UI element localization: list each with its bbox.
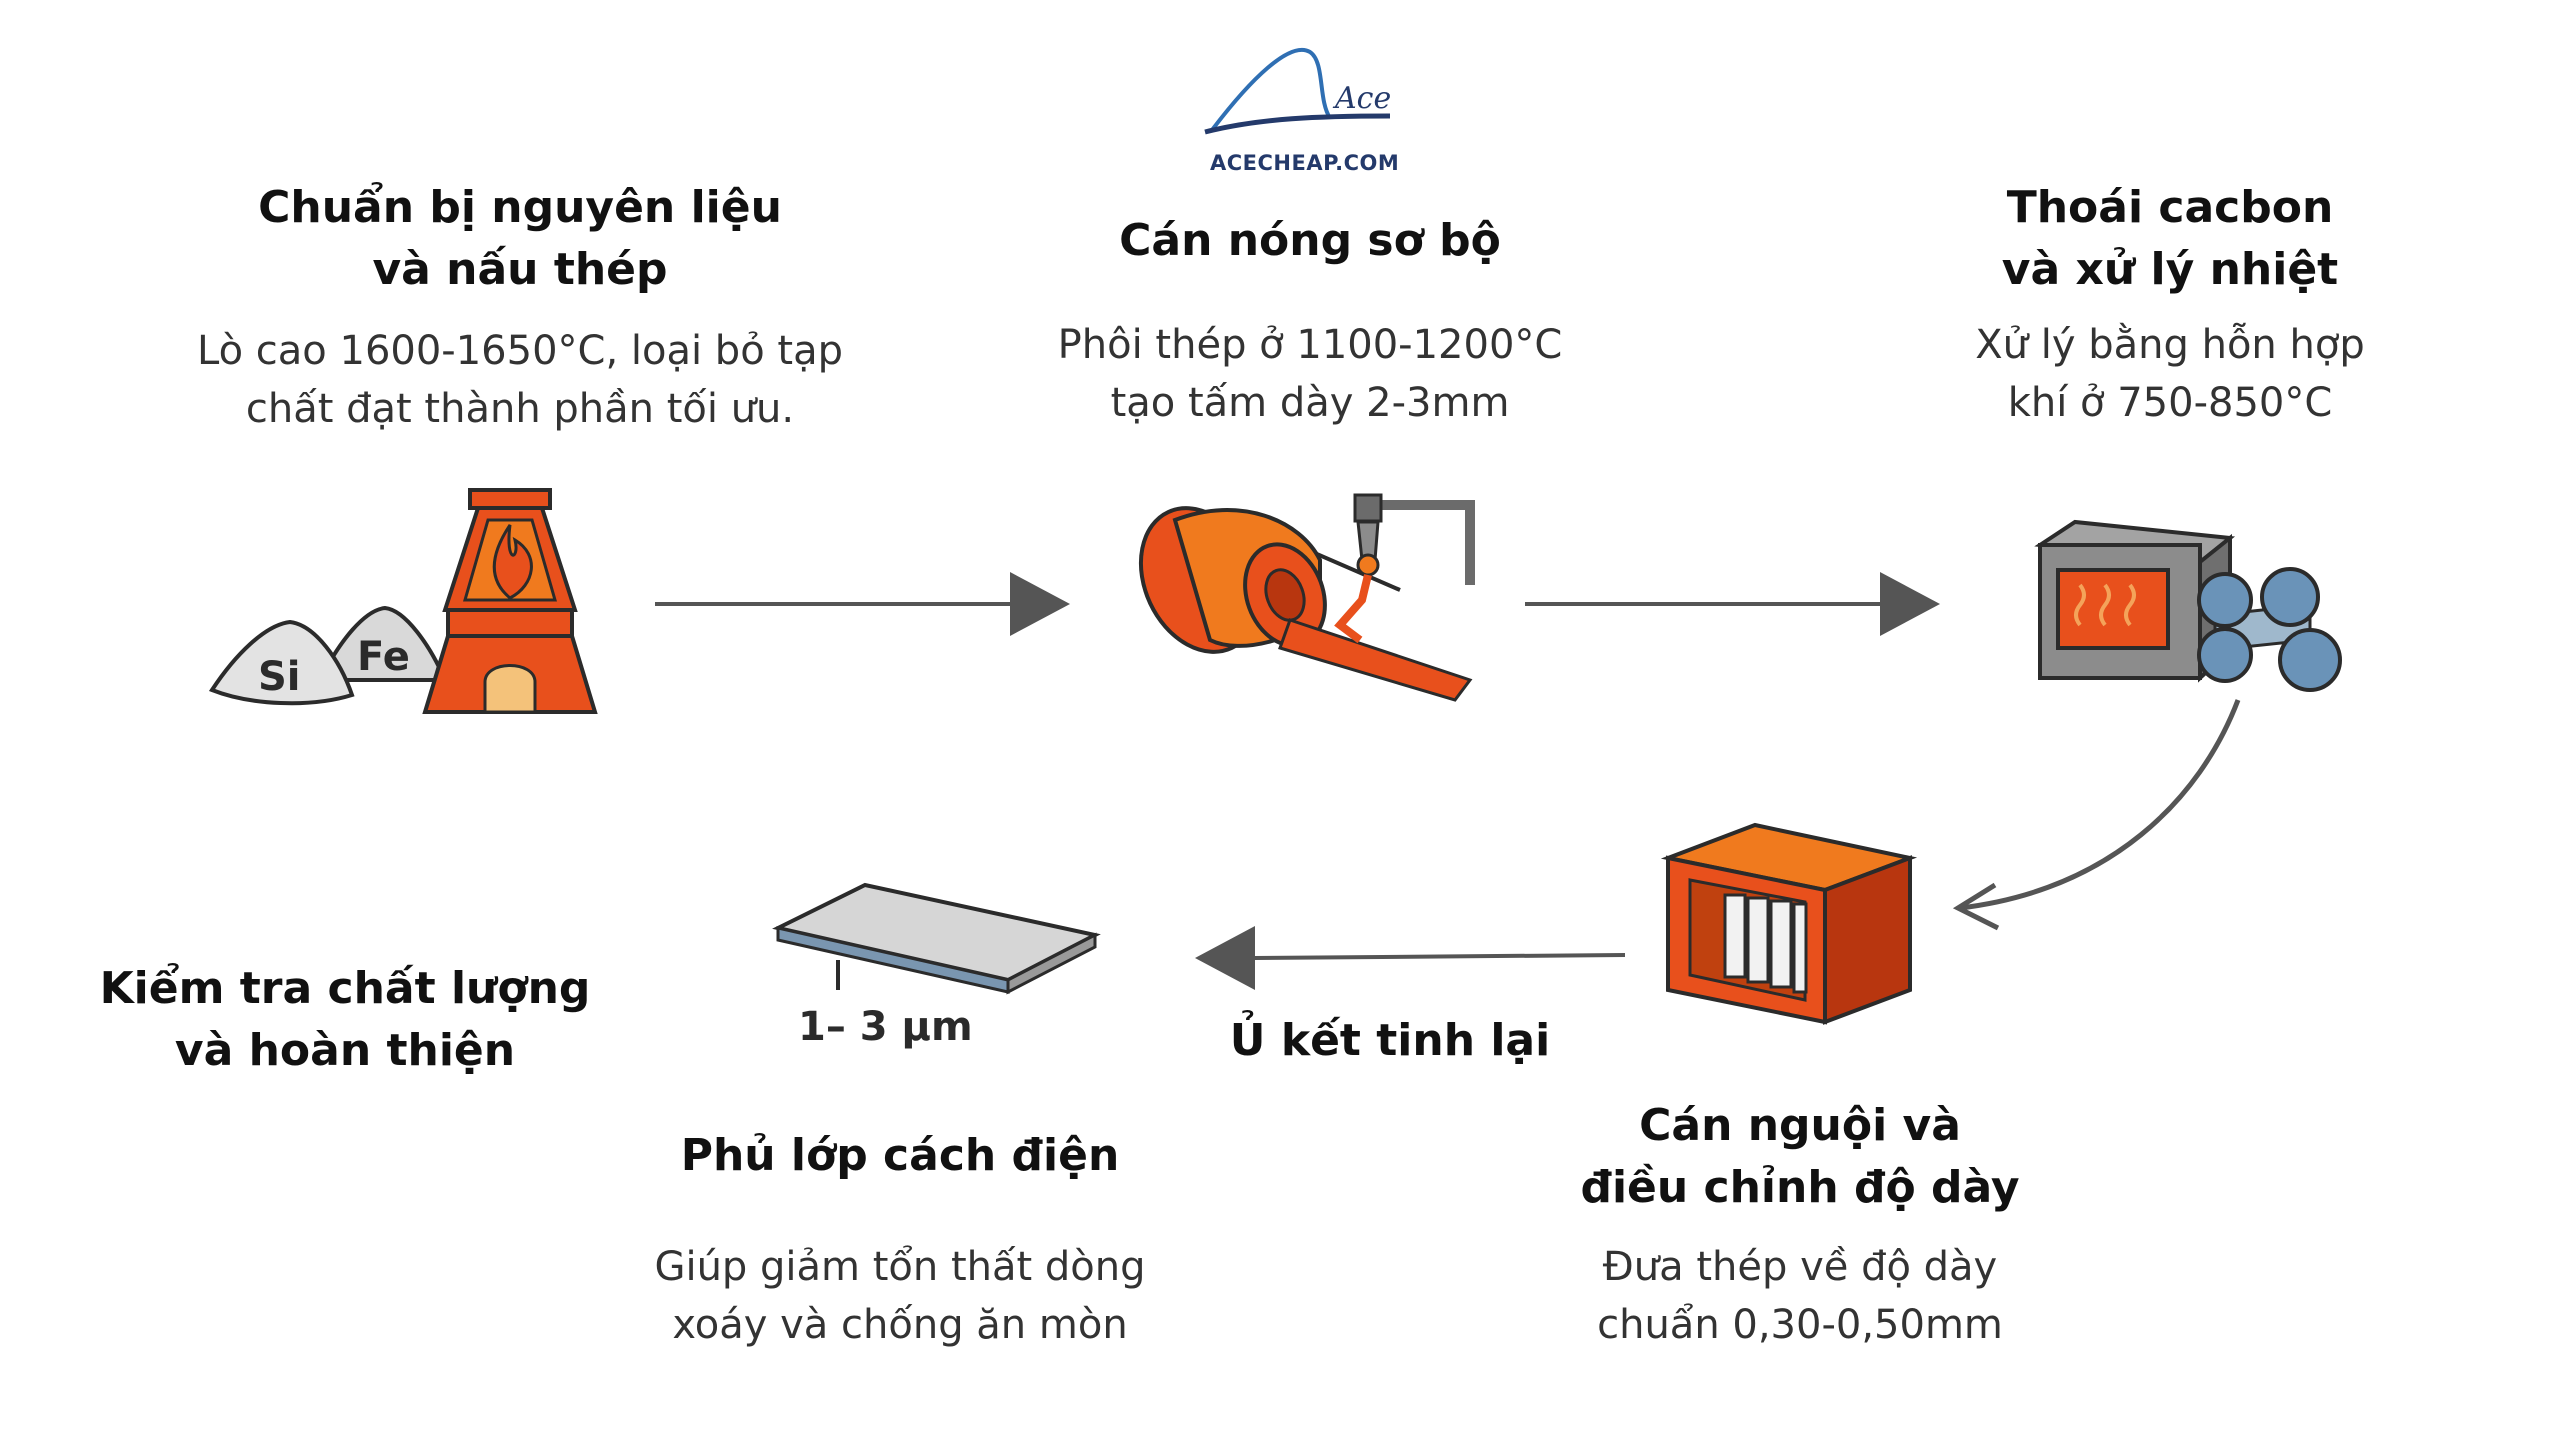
fe-pile: [316, 605, 449, 682]
fe-label: Fe: [357, 634, 410, 680]
arrow-4-to-6: [1195, 926, 1626, 990]
step-1-description: Lò cao 1600-1650°C, loại bỏ tạp chất đạt…: [197, 328, 843, 432]
arrow-2-to-3: [1525, 572, 1940, 636]
step-1-title: Chuẩn bị nguyên liệu và nấu thép: [258, 182, 782, 295]
step-4-description: Đưa thép về độ dày chuẩn 0,30-0,50mm: [1597, 1244, 2003, 1348]
step-6-title: Phủ lớp cách điện: [680, 1130, 1120, 1181]
step-7-title: Kiểm tra chất lượng và hoàn thiện: [99, 963, 591, 1076]
si-label: Si: [258, 654, 301, 700]
step-4-title: Cán nguội và điều chỉnh độ dày: [1580, 1100, 2020, 1213]
si-pile: [208, 619, 355, 706]
step-2-title: Cán nóng sơ bộ: [1119, 215, 1501, 266]
logo-brand: ACECHEAP.COM: [1210, 151, 1399, 175]
logo-arc: [1210, 48, 1332, 132]
logo-mark: Ace: [1332, 81, 1391, 116]
step-3-description: Xử lý bằng hỗn hợp khí ở 750-850°C: [1975, 322, 2365, 426]
step-2-description: Phôi thép ở 1100-1200°C tạo tấm dày 2-3m…: [1057, 322, 1563, 426]
step-5-title: Ủ kết tinh lại: [1229, 1015, 1551, 1066]
coated-sheet-icon: 1– 3 µm: [772, 882, 1101, 1050]
arrow-1-to-2: [655, 572, 1070, 636]
annealing-furnace-icon: [2034, 519, 2342, 692]
arrow-3-to-4: [1952, 699, 2241, 931]
coating-thickness-label: 1– 3 µm: [798, 1004, 973, 1050]
furnace-icon: Si Fe: [208, 488, 598, 714]
logo-swoosh: [1204, 113, 1391, 135]
step-3-title: Thoái cacbon và xử lý nhiệt: [2001, 182, 2339, 295]
cold-rolling-icon: [1660, 822, 1918, 1025]
step-6-description: Giúp giảm tổn thất dòng xoáy và chống ăn…: [654, 1244, 1146, 1348]
acecheap-logo: Ace ACECHEAP.COM: [1204, 48, 1399, 175]
hot-roll-coil-icon: [1138, 493, 1475, 702]
